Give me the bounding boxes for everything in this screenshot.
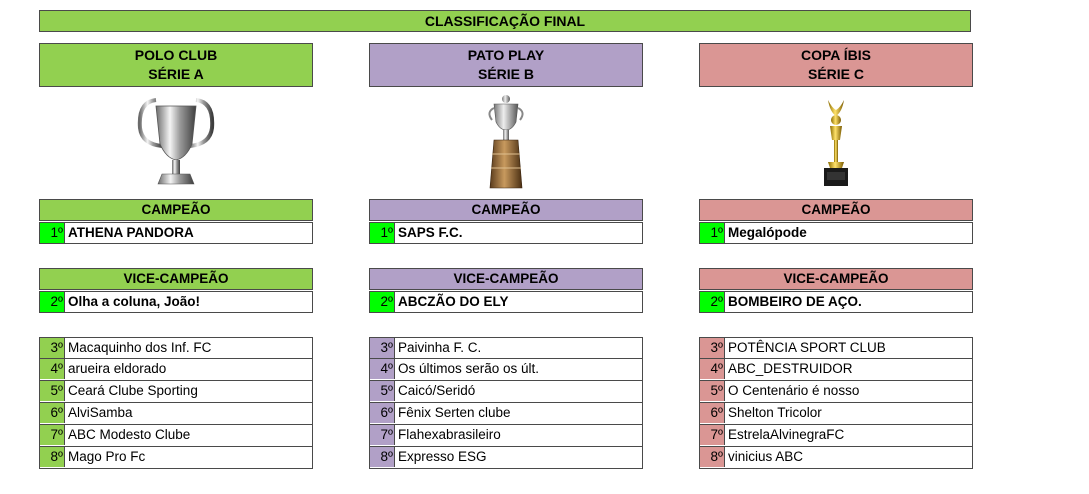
position-cell: 3º [700,338,725,358]
team-name: EstrelaAlvinegraFC [728,427,845,442]
team-name: Megalópode [728,225,807,240]
position-cell: 1º [700,223,725,243]
libertadores-trophy-icon [456,92,556,192]
serie-b-header: PATO PLAY SÉRIE B [369,43,643,87]
serie-c-column: COPA ÍBIS SÉRIE C CAMPEÃO 1º Megalópode … [699,0,973,494]
serie-a-champion-row: 1º ATHENA PANDORA [39,222,313,244]
position-cell: 3º [370,338,395,358]
position-cell: 1º [40,223,65,243]
serie-a-vice-row: 2º Olha a coluna, João! [39,291,313,313]
serie-c-competition-name: COPA ÍBIS [800,47,871,63]
serie-a-competition-name: POLO CLUB [134,47,218,63]
serie-b-series-name: SÉRIE B [477,66,534,82]
team-name: SAPS F.C. [398,225,463,240]
standings-row: 3º Macaquinho dos Inf. FC [39,337,313,359]
standings-row: 6º Shelton Tricolor [699,403,973,425]
position-cell: 6º [370,403,395,423]
team-name: arueira eldorado [68,361,167,376]
serie-b-standings-list: 3º Paivinha F. C. 4º Os últimos serão os… [369,337,643,469]
standings-row: 5º Caicó/Seridó [369,381,643,403]
team-name: Shelton Tricolor [728,405,822,420]
standings-row: 7º ABC Modesto Clube [39,425,313,447]
position-cell: 8º [370,447,395,467]
team-name: Os últimos serão os últ. [398,361,540,376]
team-name: Flahexabrasileiro [398,427,501,442]
team-name: Olha a coluna, João! [68,294,201,309]
standings-row: 7º EstrelaAlvinegraFC [699,425,973,447]
page-title: CLASSIFICAÇÃO FINAL [39,10,971,32]
team-name: Macaquinho dos Inf. FC [68,340,212,355]
position-cell: 7º [700,425,725,445]
team-name: Mago Pro Fc [68,449,146,464]
serie-c-standings-list: 3º POTÊNCIA SPORT CLUB 4º ABC_DESTRUIDOR… [699,337,973,469]
standings-row: 3º Paivinha F. C. [369,337,643,359]
position-cell: 7º [370,425,395,445]
serie-a-series-name: SÉRIE A [148,66,204,82]
team-name: Paivinha F. C. [398,340,482,355]
team-name: vinicius ABC [728,449,804,464]
position-cell: 4º [40,359,65,379]
standings-row: 4º Os últimos serão os últ. [369,359,643,381]
team-name: Caicó/Seridó [398,383,476,398]
team-name: O Centenário é nosso [728,383,860,398]
serie-a-standings-list: 3º Macaquinho dos Inf. FC 4º arueira eld… [39,337,313,469]
standings-row: 3º POTÊNCIA SPORT CLUB [699,337,973,359]
position-cell: 5º [40,381,65,401]
position-cell: 4º [700,359,725,379]
serie-c-vice-row: 2º BOMBEIRO DE AÇO. [699,291,973,313]
team-name: ABC_DESTRUIDOR [728,361,853,376]
position-cell: 8º [40,447,65,467]
position-cell: 1º [370,223,395,243]
serie-b-competition-name: PATO PLAY [467,47,545,63]
serie-c-champion-header: CAMPEÃO [699,199,973,221]
serie-c-series-name: SÉRIE C [807,66,864,82]
serie-b-champion-header: CAMPEÃO [369,199,643,221]
position-cell: 2º [40,292,65,312]
standings-row: 8º vinicius ABC [699,447,973,469]
serie-a-vice-header: VICE-CAMPEÃO [39,268,313,290]
position-cell: 6º [700,403,725,423]
standings-row: 4º arueira eldorado [39,359,313,381]
position-cell: 4º [370,359,395,379]
serie-a-header: POLO CLUB SÉRIE A [39,43,313,87]
position-cell: 2º [370,292,395,312]
position-cell: 6º [40,403,65,423]
position-cell: 2º [700,292,725,312]
position-cell: 5º [370,381,395,401]
team-name: BOMBEIRO DE AÇO. [728,294,862,309]
serie-c-champion-row: 1º Megalópode [699,222,973,244]
serie-b-column: PATO PLAY SÉRIE B CAMPEÃO 1º SAPS F.C. [369,0,643,494]
standings-row: 4º ABC_DESTRUIDOR [699,359,973,381]
standings-row: 6º AlviSamba [39,403,313,425]
team-name: ATHENA PANDORA [68,225,194,240]
team-name: Ceará Clube Sporting [68,383,198,398]
position-cell: 3º [40,338,65,358]
standings-row: 8º Expresso ESG [369,447,643,469]
gold-trophy-icon [786,92,886,192]
team-name: Fênix Serten clube [398,405,511,420]
position-cell: 8º [700,447,725,467]
serie-c-vice-header: VICE-CAMPEÃO [699,268,973,290]
team-name: ABCZÃO DO ELY [398,294,509,309]
team-name: ABC Modesto Clube [68,427,191,442]
standings-row: 5º O Centenário é nosso [699,381,973,403]
position-cell: 5º [700,381,725,401]
serie-b-vice-header: VICE-CAMPEÃO [369,268,643,290]
serie-a-champion-header: CAMPEÃO [39,199,313,221]
team-name: POTÊNCIA SPORT CLUB [728,340,886,355]
serie-b-champion-row: 1º SAPS F.C. [369,222,643,244]
serie-b-vice-row: 2º ABCZÃO DO ELY [369,291,643,313]
standings-row: 6º Fênix Serten clube [369,403,643,425]
standings-row: 7º Flahexabrasileiro [369,425,643,447]
standings-row: 8º Mago Pro Fc [39,447,313,469]
serie-a-column: POLO CLUB SÉRIE A CAMPEÃO 1º ATHENA PAND… [39,0,313,494]
position-cell: 7º [40,425,65,445]
team-name: Expresso ESG [398,449,487,464]
team-name: AlviSamba [68,405,133,420]
standings-row: 5º Ceará Clube Sporting [39,381,313,403]
champions-cup-icon [126,92,226,192]
serie-c-header: COPA ÍBIS SÉRIE C [699,43,973,87]
